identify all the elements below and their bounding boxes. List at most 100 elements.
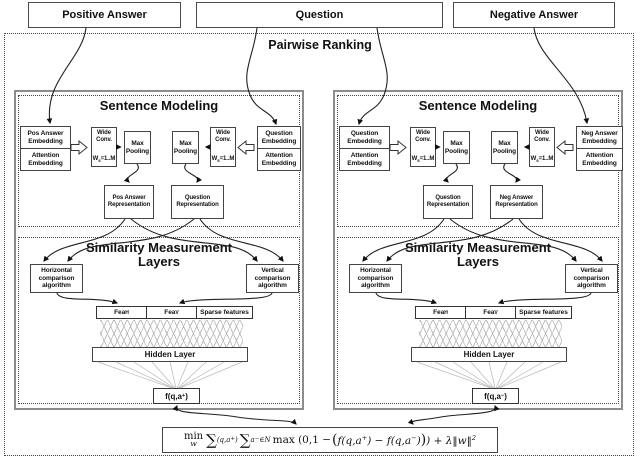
right-sparse-features-cell: Sparse features <box>515 306 572 319</box>
left-sparse-features-cell: Sparse features <box>196 306 253 319</box>
left-question-embedding-box: Question Embedding <box>257 126 301 149</box>
right-max-pooling-box-2: Max Pooling <box>491 131 518 164</box>
vertical-line2: comparison <box>254 274 291 282</box>
attention-line2: Embedding <box>582 159 617 167</box>
left-sentence-modeling-title: Sentence Modeling <box>99 98 219 113</box>
wide-conv-param: Ws=1..M <box>411 156 435 164</box>
formula-sigma1-sub: (q,a+) <box>216 436 238 444</box>
horizontal-line2: comparison <box>38 274 75 282</box>
attention-line1: Attention <box>350 151 379 159</box>
max-pooling-line1: Max <box>131 139 144 147</box>
left-attention-embedding-box-b: Attention Embedding <box>257 148 301 171</box>
max-pooling-line2: Pooling <box>125 147 150 155</box>
question-box: Question <box>196 2 443 28</box>
neg-answer-embedding-line1: Neg Answer <box>581 129 618 137</box>
vertical-line2: comparison <box>573 274 610 282</box>
pairwise-ranking-panel <box>4 33 634 456</box>
wide-conv-line1: Wide <box>416 130 430 136</box>
attention-line2: Embedding <box>347 159 382 167</box>
right-max-pooling-box-1: Max Pooling <box>443 131 470 164</box>
left-question-embedding-stack: Question Embedding Attention Embedding <box>257 126 301 171</box>
positive-answer-box: Positive Answer <box>28 2 181 28</box>
neg-answer-representation-box: Neg Answer Representation <box>490 185 543 219</box>
rep-line2: Representation <box>495 202 538 208</box>
left-max-pooling-box-2: Max Pooling <box>172 131 199 164</box>
max-pooling-line2: Pooling <box>444 147 469 155</box>
vertical-line1: Vertical <box>580 267 603 275</box>
rep-line2: Representation <box>426 202 470 208</box>
negative-answer-label: Negative Answer <box>489 9 579 21</box>
formula-max: max (0,1 − <box>272 434 332 446</box>
wide-conv-param: Ws=1..M <box>92 156 116 164</box>
wide-conv-param: Ws=1..M <box>211 156 235 164</box>
left-hidden-layer-box: Hidden Layer <box>92 347 248 362</box>
right-question-embedding-stack: Question Embedding Attention Embedding <box>339 126 390 171</box>
rep-line1: Neg Answer <box>499 194 534 201</box>
max-pooling-line1: Max <box>179 139 192 147</box>
neg-answer-embedding-stack: Neg Answer Embedding Attention Embedding <box>576 126 623 171</box>
wide-conv-line2: Conv. <box>215 137 231 144</box>
right-sentence-modeling-title: Sentence Modeling <box>418 98 538 113</box>
pairwise-ranking-title: Pairwise Ranking <box>268 38 372 52</box>
attention-line1: Attention <box>31 151 60 159</box>
pos-answer-representation-box: Pos Answer Representation <box>104 185 154 219</box>
hidden-layer-label: Hidden Layer <box>144 350 196 359</box>
score-positive-box: f(q,a+) <box>153 388 200 404</box>
attention-line1: Attention <box>265 151 293 159</box>
pos-answer-embedding-line1: Pos Answer <box>27 129 64 137</box>
horizontal-line2: comparison <box>357 274 394 282</box>
vertical-line3: algorithm <box>577 282 606 290</box>
formula-inner: f(q,a+) − f(q,a−) <box>337 433 421 447</box>
question-embedding-line2: Embedding <box>347 137 382 145</box>
rep-line1: Pos Answer <box>112 194 146 201</box>
right-question-embedding-box: Question Embedding <box>339 126 390 149</box>
similarity-title-line1: Similarity Measurement <box>405 240 551 255</box>
formula-tail: ) + λ‖w‖2 <box>426 433 477 447</box>
pos-answer-embedding-stack: Pos Answer Embedding Attention Embedding <box>20 126 71 171</box>
rep-line2: Representation <box>107 202 151 208</box>
rep-line1: Question <box>184 194 211 201</box>
neg-answer-embedding-line2: Embedding <box>582 137 617 145</box>
wide-conv-line1: Wide <box>97 130 111 136</box>
formula-close-paren: ) <box>420 432 427 448</box>
right-attention-embedding-box-a: Attention Embedding <box>339 148 390 171</box>
wide-conv-line2: Conv. <box>96 137 112 144</box>
left-max-pooling-box-1: Max Pooling <box>124 131 151 164</box>
pos-answer-embedding-box: Pos Answer Embedding <box>20 126 71 149</box>
attention-line2: Embedding <box>261 159 297 167</box>
negative-answer-box: Negative Answer <box>453 2 615 28</box>
horizontal-line3: algorithm <box>361 282 390 290</box>
formula-sigma1: ∑ <box>206 431 217 449</box>
question-embedding-line1: Question <box>265 129 293 137</box>
right-dense-connections <box>419 320 562 347</box>
horizontal-line1: Horizontal <box>41 267 72 275</box>
left-dense-connections <box>100 320 243 347</box>
attention-line1: Attention <box>585 151 614 159</box>
horizontal-line3: algorithm <box>42 282 71 290</box>
right-question-representation-box: Question Representation <box>423 185 473 219</box>
attention-line2: Embedding <box>28 159 63 167</box>
question-label: Question <box>295 9 344 21</box>
wide-conv-line1: Wide <box>216 130 230 136</box>
left-horizontal-comparison-box: Horizontal comparison algorithm <box>30 264 83 293</box>
right-vertical-comparison-box: Vertical comparison algorithm <box>565 264 618 293</box>
max-pooling-line2: Pooling <box>492 147 517 155</box>
rep-line1: Question <box>435 194 461 201</box>
wide-conv-param: Ws=1..M <box>530 156 554 164</box>
question-embedding-line2: Embedding <box>261 137 297 145</box>
vertical-line3: algorithm <box>258 282 287 290</box>
max-pooling-line1: Max <box>498 139 511 147</box>
similarity-title-line1: Similarity Measurement <box>86 240 232 255</box>
